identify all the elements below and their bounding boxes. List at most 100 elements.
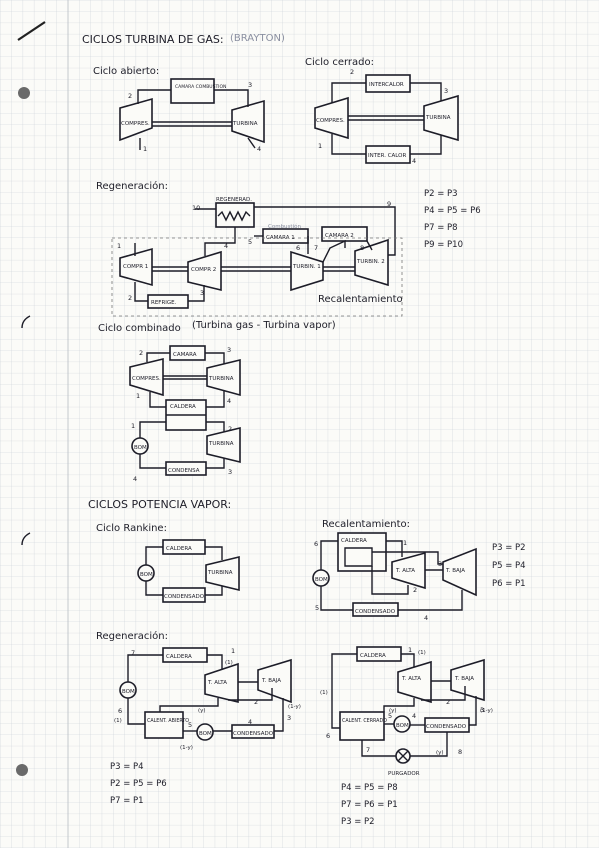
turbine-2-shape [206,426,241,464]
flow-label: (y) [198,708,206,714]
pipe [320,540,338,570]
pipe [145,581,163,596]
point-label: 4 [257,145,261,153]
t-low-shape [450,658,485,702]
steam-trap-cross [397,750,409,762]
point-label: 5 [248,238,252,246]
punch-hole [18,87,30,99]
pipe [127,698,145,725]
t-low-shape [257,658,292,704]
regen-vapor-open-diagram: CALDERA T. ALTA T. BAJA BOM CALENT. ABIE… [110,647,301,806]
pipe [371,566,409,595]
shaft [152,266,355,272]
pipe [145,546,163,565]
open-heater [144,711,184,739]
flow-label: (1) [225,660,233,666]
vapor-cycles-header: CICLOS POTENCIA VAPOR: [88,498,231,511]
pipe [331,134,366,155]
t-low-shape [442,547,477,597]
flow-label: (1) [114,718,122,724]
flow-label: (y) [436,750,444,756]
compressor-1 [119,247,153,287]
pump-label: BOM [315,577,328,583]
pipe [159,698,219,712]
combustion-label: CAMARA COMBUSTION [175,84,226,90]
hx-cold-label: INTER. CALOR [368,153,406,159]
chamber-label: CAMARA [173,352,197,358]
relation: P2 = P3 [424,189,458,199]
closed-cycle-title: Ciclo cerrado: [305,57,374,68]
gas-cycles-header: CICLOS TURBINA DE GAS: [82,33,224,46]
relation: P7 = P8 [424,223,458,233]
pipe [205,391,225,408]
pen-stroke [17,21,46,41]
turbine-label: TURBINA [207,570,233,576]
t-high-label: T. ALTA [401,676,421,682]
point-label: 1 [143,145,147,153]
hx-hot-label: INTERCALOR [369,82,404,88]
pipe [331,82,366,103]
pipe [366,240,373,251]
turbine-label: TURBINA [208,376,234,382]
turbine-1 [290,250,324,292]
point-label: 1 [117,242,121,250]
shaft [348,115,424,121]
compressor-label: COMPRES. [132,376,161,382]
condenser-label: CONDENSADO [426,724,467,730]
pipe [372,551,443,565]
pump-label: BOM [140,572,153,578]
point-label: 3 [287,714,291,722]
point-label: 3 [200,289,204,297]
pipe [127,654,163,682]
point-label: 1 [231,647,235,655]
shaft [163,375,207,380]
combustion-chamber [170,78,215,104]
flow-label: (y) [389,708,397,714]
punch-hole [16,764,28,776]
reheat-label: Recalentamiento [318,294,403,305]
pipe [214,89,249,107]
boiler-label: CALDERA [360,653,386,659]
turbine2-label: TURBINA [208,441,234,447]
point-label: 4 [248,718,252,726]
pipe [361,740,396,757]
cooler-label: REFRIGE. [151,300,177,306]
point-label: 5 [388,712,392,720]
brayton-note: (BRAYTON) [230,33,285,44]
condenser-label: CONDENSADO [233,731,274,737]
pipe [205,546,223,560]
point-label: 2 [446,698,450,706]
relation: P5 = P4 [492,561,526,571]
dashed-boundary [111,237,403,317]
point-label: 5 [315,604,319,612]
t-low-label: T. BAJA [445,568,465,574]
open-cycle-title: Ciclo abierto: [93,66,159,77]
pump-label: BOM [396,723,409,729]
pipe [254,206,396,256]
relation: P4 = P5 = P6 [424,206,481,216]
compressor-shape [314,96,349,140]
pipe [188,285,205,302]
flow-label: (1-y) [180,745,193,751]
flow-label: (1-y) [480,708,493,714]
point-label: 1 [403,539,407,547]
pipe [139,421,166,438]
pump2-label: BOM [199,731,212,737]
trap-label: PURGADOR [388,771,420,777]
relation: P3 = P2 [341,817,375,827]
pipe [331,653,357,729]
regen-vapor-closed-diagram: CALDERA T. ALTA T. BAJA CALENT. CERRADO … [320,646,493,827]
t-high-shape [391,551,426,590]
point-label: 3 [227,346,231,354]
point-label: 10 [192,204,200,212]
pipe [410,82,442,101]
turbine-shape [205,555,240,592]
point-label: 2 [254,698,258,706]
relation: P4 = P5 = P8 [341,783,398,793]
point-label: 1 [136,392,140,400]
closed-heater [339,711,385,741]
compressor-label: COMPRES. [121,121,150,127]
turbine-label: TURBINA [232,121,258,127]
comp1-label: COMPR 1 [123,264,148,270]
turbine-shape [423,94,459,142]
